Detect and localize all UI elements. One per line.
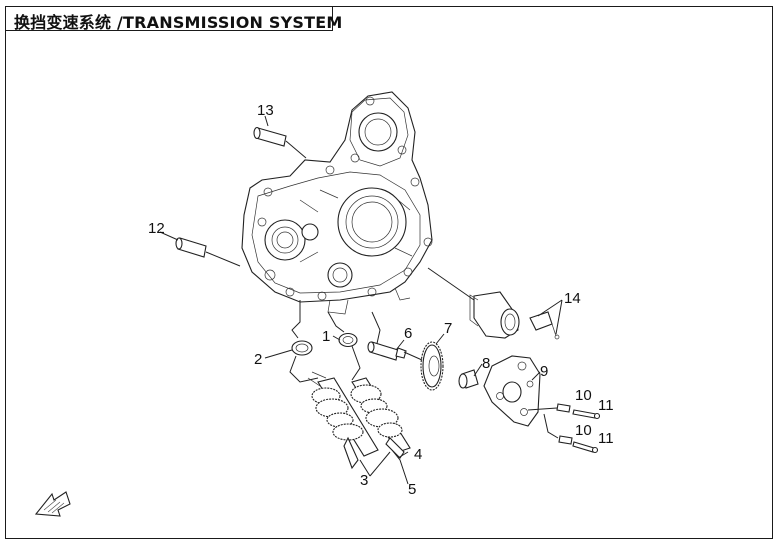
callout-11-lower: 11 bbox=[598, 430, 614, 447]
part-1-oil-seal bbox=[338, 332, 358, 348]
callout-6: 6 bbox=[404, 325, 412, 342]
diagram-frame bbox=[5, 6, 773, 539]
part-12-dowel-pin bbox=[175, 237, 241, 267]
page-title: 换挡变速系统 /TRANSMISSION SYSTEM bbox=[14, 13, 343, 32]
callout-2: 2 bbox=[254, 351, 262, 368]
part-2-oil-seal bbox=[291, 340, 313, 356]
callout-7: 7 bbox=[444, 320, 452, 337]
crankcase bbox=[241, 91, 433, 315]
front-arrow-icon bbox=[34, 491, 71, 517]
title-box: 换挡变速系统 /TRANSMISSION SYSTEM bbox=[5, 6, 342, 32]
callout-13: 13 bbox=[257, 102, 274, 119]
part-7-gear bbox=[403, 341, 444, 391]
callout-14: 14 bbox=[564, 290, 581, 307]
part-6-shaft bbox=[367, 341, 407, 361]
callout-8: 8 bbox=[482, 355, 490, 372]
part-10-dowel-lower bbox=[543, 413, 573, 445]
callout-10-lower: 10 bbox=[575, 422, 592, 439]
part-8-bushing bbox=[458, 369, 479, 389]
assembly-leader-lines bbox=[289, 300, 381, 383]
part-9-cover-plate bbox=[483, 355, 541, 427]
part-14-sensor bbox=[427, 267, 560, 340]
transmission-gear-cluster bbox=[307, 371, 411, 470]
part-13-dowel-pin bbox=[253, 126, 307, 159]
callout-9: 9 bbox=[540, 363, 548, 380]
part-11-bolt-upper bbox=[572, 409, 601, 420]
callout-1: 1 bbox=[322, 328, 330, 345]
callout-4: 4 bbox=[414, 446, 422, 463]
callout-12: 12 bbox=[148, 220, 165, 237]
callout-leaders bbox=[159, 115, 563, 485]
callout-5: 5 bbox=[408, 481, 416, 498]
callout-11-upper: 11 bbox=[598, 397, 614, 414]
callout-3: 3 bbox=[360, 472, 368, 489]
part-11-bolt-lower bbox=[572, 441, 599, 454]
callout-10-upper: 10 bbox=[575, 387, 592, 404]
callout-labels: 1 2 3 4 5 6 7 8 9 10 10 11 11 12 13 14 bbox=[148, 102, 614, 498]
part-10-dowel-upper bbox=[527, 403, 571, 413]
